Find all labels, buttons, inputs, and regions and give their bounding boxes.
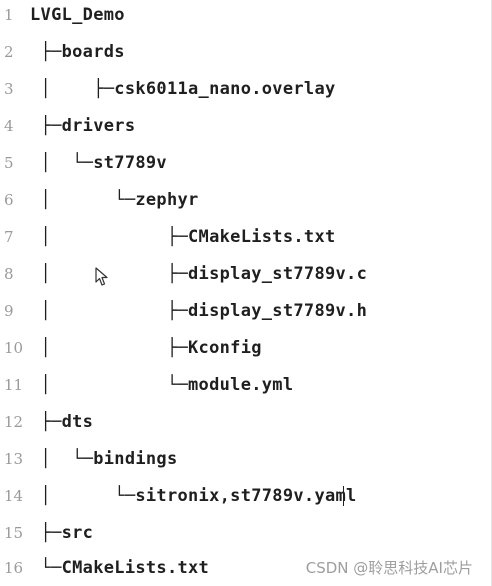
- line-text: │ └─module.yml: [30, 375, 294, 395]
- line-text: │ ├─csk6011a_nano.overlay: [30, 79, 336, 99]
- line-text: ├─src: [30, 523, 94, 543]
- line-number: 3: [4, 80, 14, 98]
- line-text: │ └─sitronix,st7789v.yaml: [30, 486, 357, 506]
- text-caret: [343, 486, 344, 506]
- code-line-14: 14 │ └─sitronix,st7789v.yaml: [0, 481, 480, 511]
- code-line-5: 5 │ └─st7789v: [0, 148, 480, 178]
- line-text: └─CMakeLists.txt: [30, 558, 210, 578]
- code-line-10: 10 │ ├─Kconfig: [0, 333, 480, 363]
- line-number: 10: [4, 339, 24, 357]
- code-line-8: 8 │ ├─display_st7789v.c: [0, 259, 480, 289]
- line-number: 2: [4, 43, 14, 61]
- line-text: │ ├─Kconfig: [30, 338, 262, 358]
- line-text: │ ├─display_st7789v.c: [30, 264, 368, 284]
- code-line-6: 6 │ └─zephyr: [0, 185, 480, 215]
- mouse-pointer-icon: [95, 267, 108, 286]
- line-text: │ ├─CMakeLists.txt: [30, 227, 336, 247]
- watermark: CSDN @聆思科技AI芯片: [305, 559, 473, 577]
- line-number: 8: [4, 265, 14, 283]
- line-text: ├─drivers: [30, 116, 136, 136]
- code-line-15: 15 ├─src: [0, 518, 480, 548]
- code-line-9: 9 │ ├─display_st7789v.h: [0, 296, 480, 326]
- code-line-1: 1 LVGL_Demo: [0, 0, 480, 30]
- line-number: 9: [4, 302, 14, 320]
- code-line-16: 16 └─CMakeLists.txt: [0, 553, 480, 583]
- line-text: │ ├─display_st7789v.h: [30, 301, 368, 321]
- line-number: 6: [4, 191, 14, 209]
- line-text: ├─dts: [30, 412, 94, 432]
- code-line-13: 13 │ └─bindings: [0, 444, 480, 474]
- line-number: 16: [4, 559, 24, 577]
- line-number: 1: [4, 6, 14, 24]
- code-line-4: 4 ├─drivers: [0, 111, 480, 141]
- line-number: 5: [4, 154, 14, 172]
- code-line-2: 2 ├─boards: [0, 37, 480, 67]
- line-number: 11: [4, 376, 24, 394]
- line-number: 7: [4, 228, 14, 246]
- code-line-12: 12 ├─dts: [0, 407, 480, 437]
- line-number: 14: [4, 487, 24, 505]
- line-number: 15: [4, 524, 24, 542]
- line-text: LVGL_Demo: [30, 5, 125, 25]
- line-number: 4: [4, 117, 14, 135]
- code-line-3: 3 │ ├─csk6011a_nano.overlay: [0, 74, 480, 104]
- line-text: │ └─bindings: [30, 449, 178, 469]
- code-line-11: 11 │ └─module.yml: [0, 370, 480, 400]
- line-number: 13: [4, 450, 24, 468]
- line-text: │ └─zephyr: [30, 190, 199, 210]
- line-text: ├─boards: [30, 42, 125, 62]
- line-text: │ └─st7789v: [30, 153, 167, 173]
- code-line-7: 7 │ ├─CMakeLists.txt: [0, 222, 480, 252]
- line-number: 12: [4, 413, 24, 431]
